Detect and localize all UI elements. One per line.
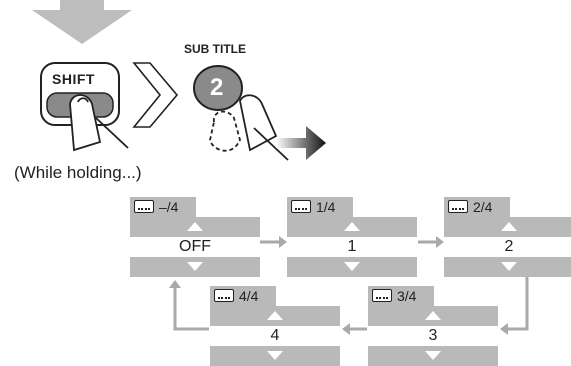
state-tab: 3/4: [368, 286, 434, 306]
triangle-down-icon: [501, 262, 517, 271]
subtitle-state-3: 3/4 3: [368, 286, 498, 366]
subtitle-icon: [372, 289, 392, 302]
state-counter: 4/4: [239, 288, 259, 304]
subtitle-caption: SUB TITLE: [184, 42, 246, 56]
state-counter: 3/4: [397, 288, 417, 304]
subtitle-state-1: 1/4 1: [287, 197, 417, 277]
state-value: OFF: [136, 237, 254, 257]
state-tab: –/4: [130, 197, 196, 217]
down-arrow-icon: [32, 10, 132, 44]
subtitle-icon: [291, 200, 311, 213]
triangle-down-icon: [344, 262, 360, 271]
finger-icon: [209, 94, 278, 152]
state-counter: –/4: [159, 199, 179, 215]
state-counter: 1/4: [316, 199, 336, 215]
shift-button-label: SHIFT: [52, 71, 95, 87]
state-counter: 2/4: [473, 199, 493, 215]
triangle-down-icon: [425, 351, 441, 360]
triangle-up-icon: [187, 222, 203, 231]
triangle-up-icon: [501, 222, 517, 231]
subtitle-icon: [214, 289, 234, 302]
instruction-illustration: [32, 0, 326, 161]
subtitle-state-off: –/4 OFF: [130, 197, 260, 277]
triangle-down-icon: [187, 262, 203, 271]
state-value: 4: [216, 326, 334, 346]
motion-arrow-icon: [276, 126, 326, 160]
step-arrow-icon: [132, 62, 179, 128]
state-value: 1: [293, 237, 411, 257]
state-tab: 1/4: [287, 197, 353, 217]
state-value: 3: [374, 326, 492, 346]
state-tab: 4/4: [210, 286, 276, 306]
subtitle-icon: [448, 200, 468, 213]
while-holding-caption: (While holding...): [14, 163, 142, 182]
subtitle-button-number: 2: [210, 74, 224, 101]
state-value: 2: [450, 237, 568, 257]
finger-icon: [69, 94, 102, 152]
state-tab: 2/4: [444, 197, 510, 217]
triangle-up-icon: [344, 222, 360, 231]
triangle-up-icon: [425, 311, 441, 320]
subtitle-state-2: 2/4 2: [444, 197, 571, 277]
triangle-down-icon: [267, 351, 283, 360]
subtitle-icon: [134, 200, 154, 213]
subtitle-button-graphic: [193, 65, 243, 111]
subtitle-state-4: 4/4 4: [210, 286, 340, 366]
triangle-up-icon: [267, 311, 283, 320]
flow-connectors: [169, 236, 529, 335]
